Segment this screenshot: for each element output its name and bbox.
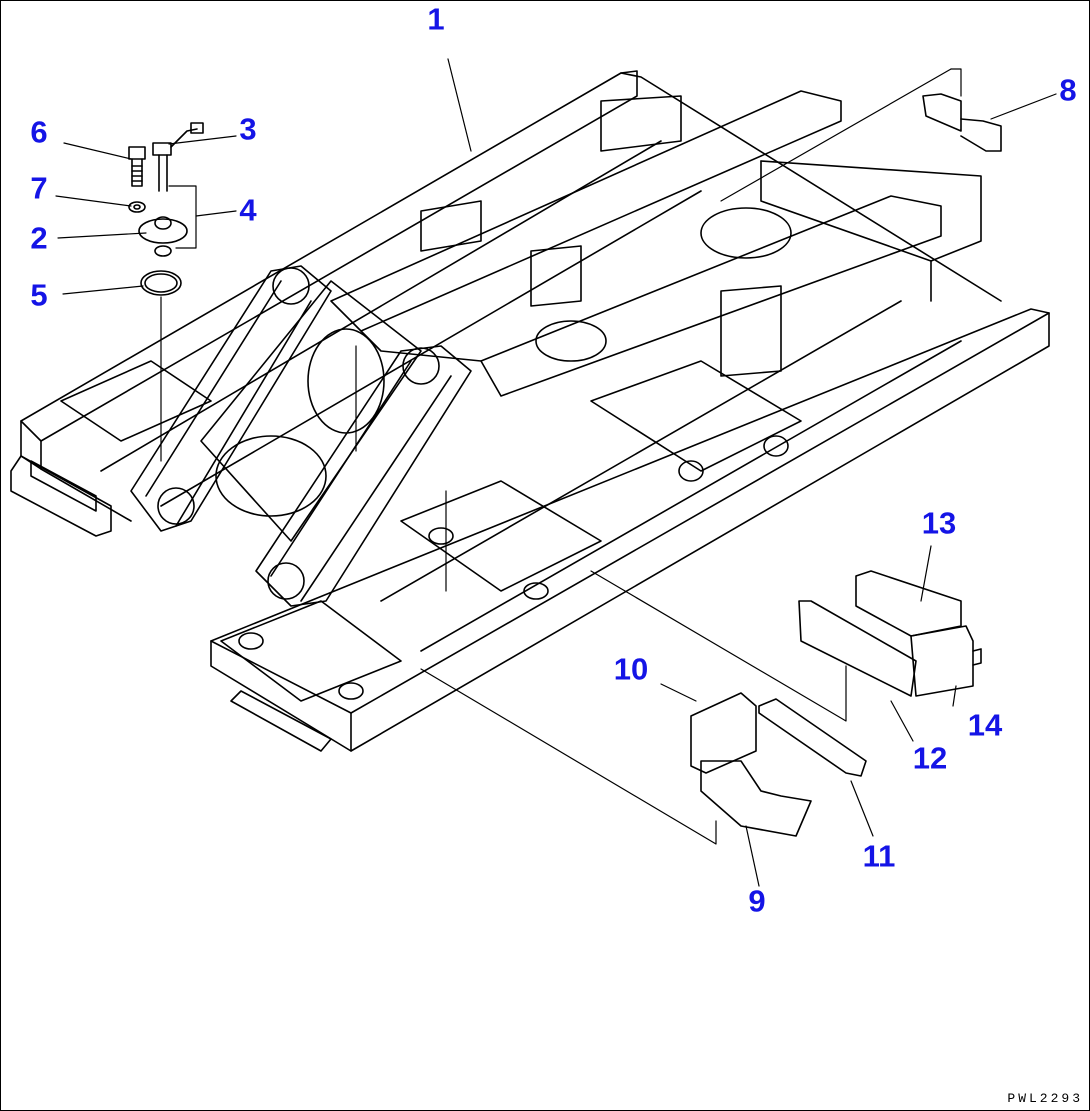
cover-14: [910, 625, 982, 697]
callout-12: 12: [912, 740, 948, 776]
callout-8: 8: [1059, 72, 1077, 108]
callout-1: 1: [427, 1, 445, 37]
cover-13: [855, 570, 962, 637]
callout-3: 3: [239, 111, 257, 147]
cover-8: [922, 93, 1002, 152]
cover-10: [690, 692, 757, 774]
left-step: [10, 455, 112, 537]
callout-7: 7: [30, 170, 48, 206]
plate-2: [138, 216, 188, 257]
callout-2: 2: [30, 220, 48, 256]
bolt-6: [128, 146, 146, 187]
callout-9: 9: [748, 883, 766, 919]
callout-11: 11: [862, 838, 896, 874]
main-frame: [20, 70, 1050, 752]
cover-9: [700, 760, 812, 837]
callout-4: 4: [239, 192, 257, 228]
front-step: [230, 690, 332, 752]
callout-14: 14: [967, 707, 1003, 743]
boom-bracket-left: [130, 265, 332, 532]
callout-10: 10: [613, 651, 649, 687]
cover-11: [758, 698, 867, 777]
callout-5: 5: [30, 277, 48, 313]
o-ring-5: [140, 270, 182, 296]
washer-7: [128, 201, 146, 213]
drawing-code: PWL2293: [1007, 1091, 1083, 1106]
boom-bracket-web: [200, 280, 422, 542]
cover-12: [798, 600, 917, 697]
callout-6: 6: [30, 114, 48, 150]
leader-lines: [55, 58, 1057, 887]
callout-13: 13: [921, 505, 957, 541]
sensor-3: [152, 122, 204, 192]
